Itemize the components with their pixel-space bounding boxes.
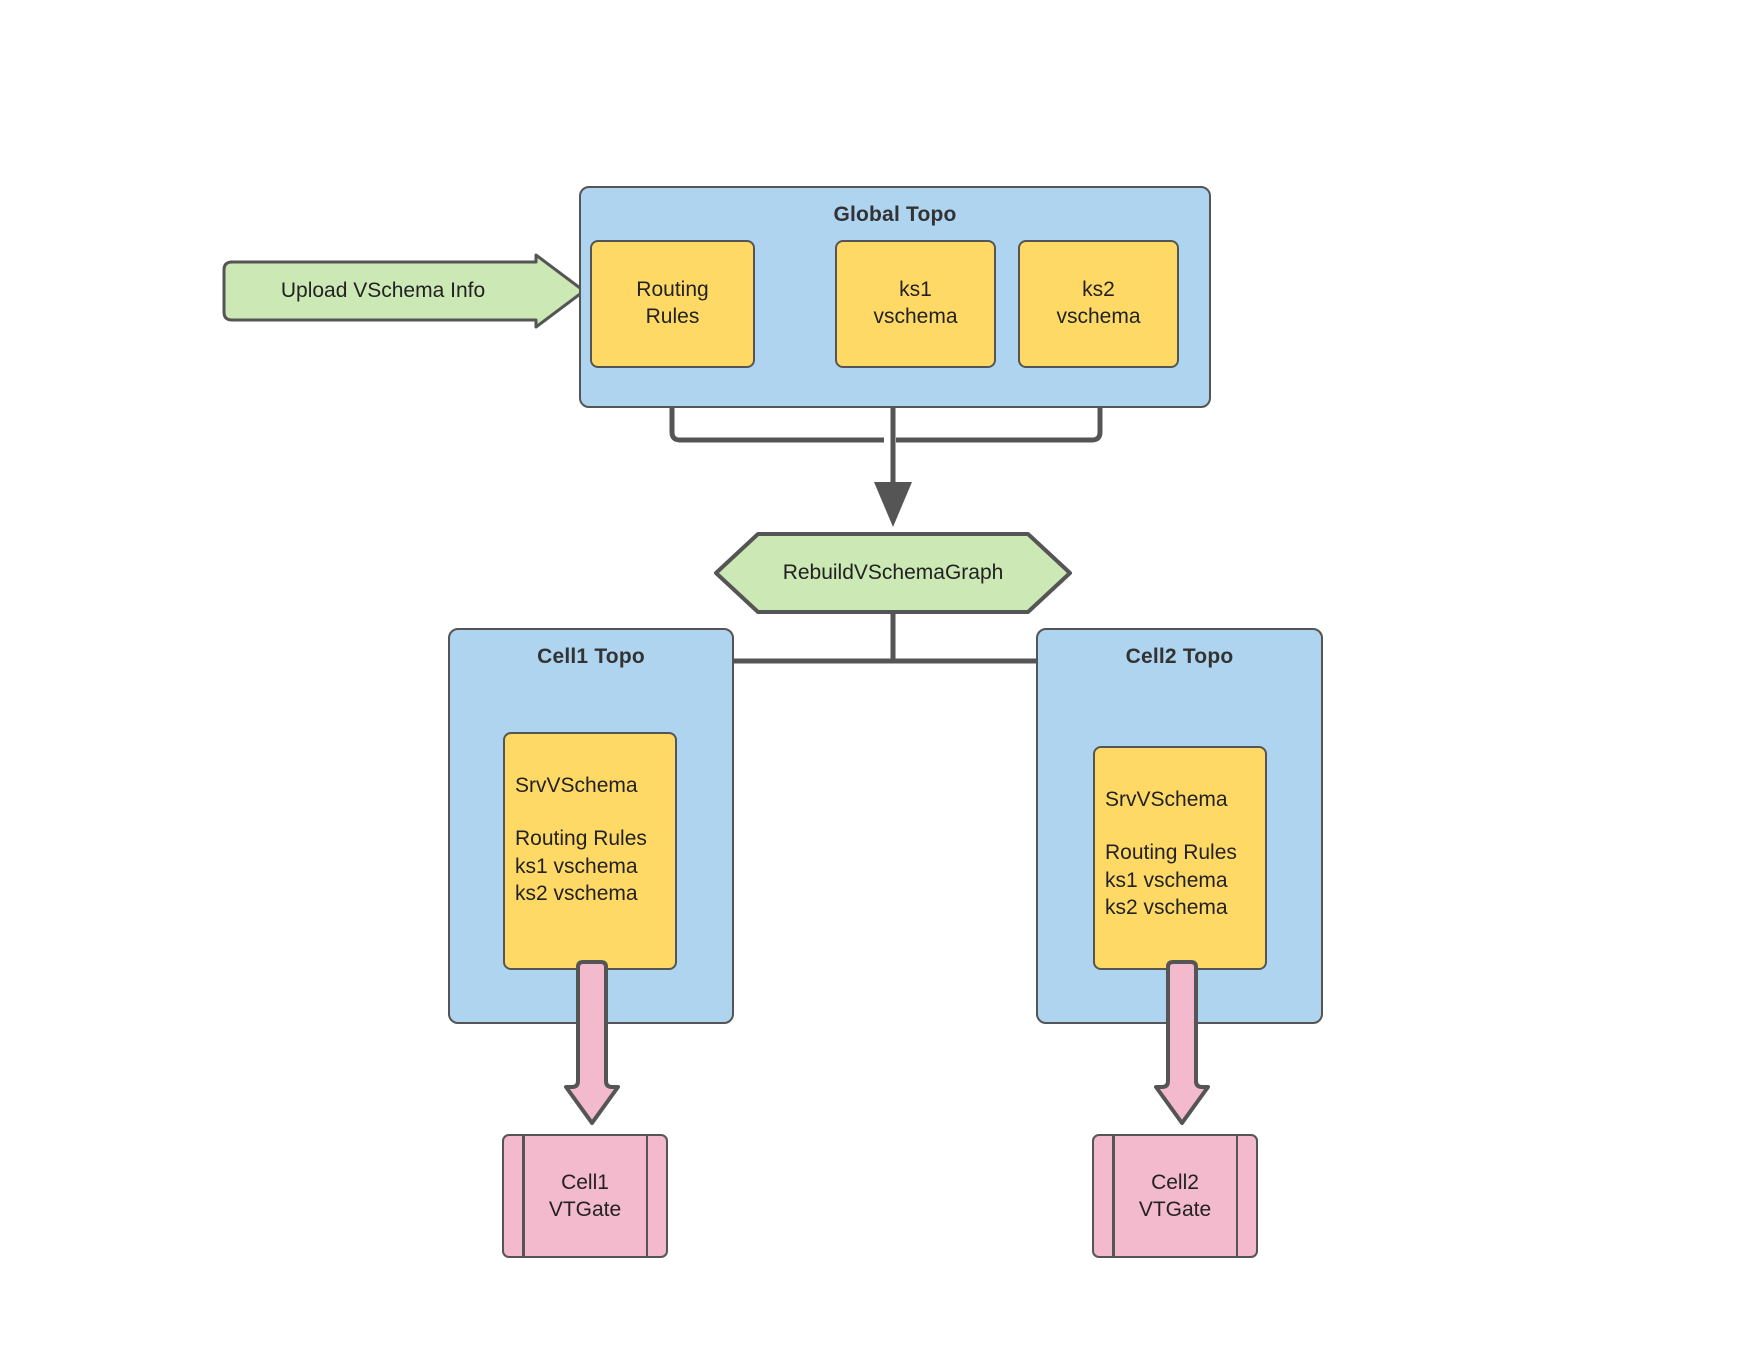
- cell1-srv-item-0: Routing Rules: [515, 827, 647, 851]
- cell2-srv-item-2: ks2 vschema: [1105, 895, 1228, 919]
- cell2-vtgate-line1: Cell2: [1151, 1170, 1199, 1194]
- ks1-line1: ks1: [899, 278, 932, 302]
- cell2-srv-item-0: Routing Rules: [1105, 841, 1237, 865]
- cell2-srv-heading: SrvVSchema: [1105, 788, 1228, 811]
- cell2-srv-to-vtgate-arrow: [1154, 960, 1210, 1125]
- cell2-topo-title: Cell2 Topo: [1125, 645, 1234, 668]
- cell1-vtgate-line1: Cell1: [561, 1170, 609, 1194]
- cell1-vtgate-left-bar: [522, 1136, 525, 1256]
- cell1-srv-heading: SrvVSchema: [515, 774, 638, 797]
- global-box-routing-rules[interactable]: Routing Rules: [590, 240, 755, 368]
- cell2-vtgate-line2: VTGate: [1138, 1198, 1212, 1221]
- cell1-vtgate-box[interactable]: Cell1 VTGate: [502, 1134, 668, 1258]
- cell2-srvvschema-box[interactable]: SrvVSchema Routing Rules ks1 vschema ks2…: [1093, 746, 1267, 970]
- upload-vschema-label: Upload VSchema Info: [280, 279, 486, 302]
- global-topo-title: Global Topo: [833, 203, 957, 226]
- cell2-vtgate-box[interactable]: Cell2 VTGate: [1092, 1134, 1258, 1258]
- ks1-line2: vschema: [873, 305, 958, 328]
- rebuild-vschema-label: RebuildVSchemaGraph: [782, 561, 1004, 584]
- cell1-srv-item-1: ks1 vschema: [515, 854, 638, 878]
- ks2-line1: ks2: [1082, 278, 1115, 302]
- routing-rules-line2: Rules: [645, 305, 700, 328]
- rebuild-vschema-hexagon[interactable]: [714, 531, 1072, 615]
- upload-vschema-arrow: [222, 253, 586, 329]
- global-box-ks1-vschema[interactable]: ks1 vschema: [835, 240, 996, 368]
- cell1-topo-title: Cell1 Topo: [537, 645, 645, 668]
- cell1-srv-to-vtgate-arrow: [564, 960, 620, 1125]
- cell2-vtgate-right-bar: [1235, 1136, 1238, 1256]
- global-box-ks2-vschema[interactable]: ks2 vschema: [1018, 240, 1179, 368]
- cell1-vtgate-right-bar: [645, 1136, 648, 1256]
- cell1-srvvschema-box[interactable]: SrvVSchema Routing Rules ks1 vschema ks2…: [503, 732, 677, 970]
- ks2-line2: vschema: [1056, 305, 1141, 328]
- cell2-vtgate-left-bar: [1112, 1136, 1115, 1256]
- routing-rules-line1: Routing: [636, 278, 709, 302]
- cell1-srv-item-2: ks2 vschema: [515, 881, 638, 905]
- cell1-vtgate-line2: VTGate: [548, 1198, 622, 1221]
- cell2-srv-item-1: ks1 vschema: [1105, 868, 1228, 892]
- cell1-srv-spacer: [515, 799, 675, 825]
- cell2-srv-spacer: [1105, 813, 1265, 839]
